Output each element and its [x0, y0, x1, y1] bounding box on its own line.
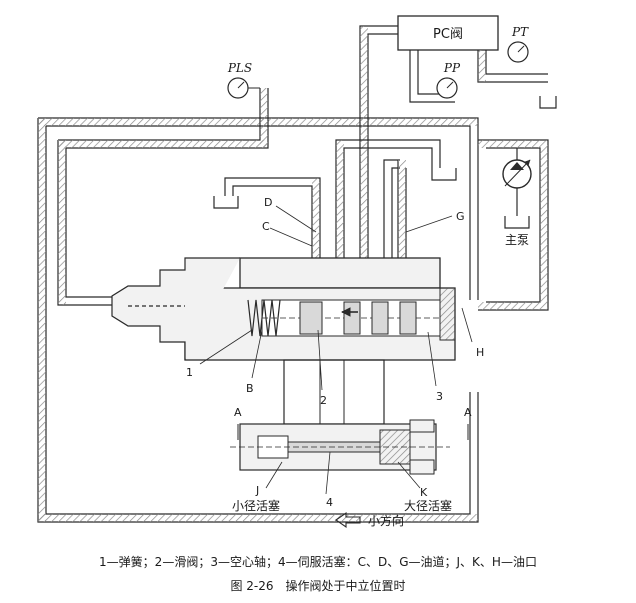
direction-arrow: 小方向 [335, 511, 404, 529]
large-piston-label: 大径活塞 [404, 498, 452, 513]
label-h: H [476, 346, 484, 359]
gauge-pt: PT [507, 25, 529, 63]
main-pump-label: 主泵 [505, 233, 529, 247]
label-a-left: A [234, 406, 242, 419]
pls-label: PLS [227, 61, 252, 75]
label-a-right: A [464, 406, 472, 419]
small-direction-label: 小方向 [368, 513, 404, 528]
pc-valve-label: PC阀 [433, 27, 463, 42]
pp-label: PP [443, 61, 461, 75]
pc-valve: PC阀 [397, 15, 499, 51]
label-1: 1 [186, 366, 193, 379]
gauge-pls: PLS [227, 61, 260, 99]
figure-caption: 图 2-26 操作阀处于中立位置时 [230, 578, 405, 593]
small-piston-label: 小径活塞 [232, 498, 280, 513]
tank-symbols [213, 96, 557, 229]
label-4: 4 [326, 496, 333, 509]
label-2: 2 [320, 394, 327, 407]
oil-channels-cdg [224, 139, 441, 258]
label-b: B [246, 382, 254, 395]
legend-text: 1—弹簧；2—滑阀；3—空心轴；4—伺服活塞：C、D、G—油道；J、K、H—油口 [99, 554, 537, 569]
label-k: K [420, 486, 428, 499]
label-c: C [262, 220, 270, 233]
servo-piston [230, 359, 450, 475]
label-d: D [264, 196, 272, 209]
main-pump: 主泵 [502, 148, 532, 247]
pump-line [478, 139, 549, 311]
valve-nose [111, 257, 240, 360]
gauge-pp: PP [436, 61, 461, 99]
label-j: J [255, 484, 259, 497]
pc-supply-line [359, 25, 548, 285]
leader-lines [199, 205, 473, 495]
outer-oil-loop [37, 117, 479, 523]
label-3: 3 [436, 390, 443, 403]
section-markers: A A [234, 406, 472, 440]
pt-label: PT [511, 25, 529, 39]
label-g: G [456, 210, 465, 223]
part-labels: D C G H B 1 2 3 4 J K 小径活塞 大径活塞 [186, 196, 484, 513]
valve-body [184, 257, 456, 361]
